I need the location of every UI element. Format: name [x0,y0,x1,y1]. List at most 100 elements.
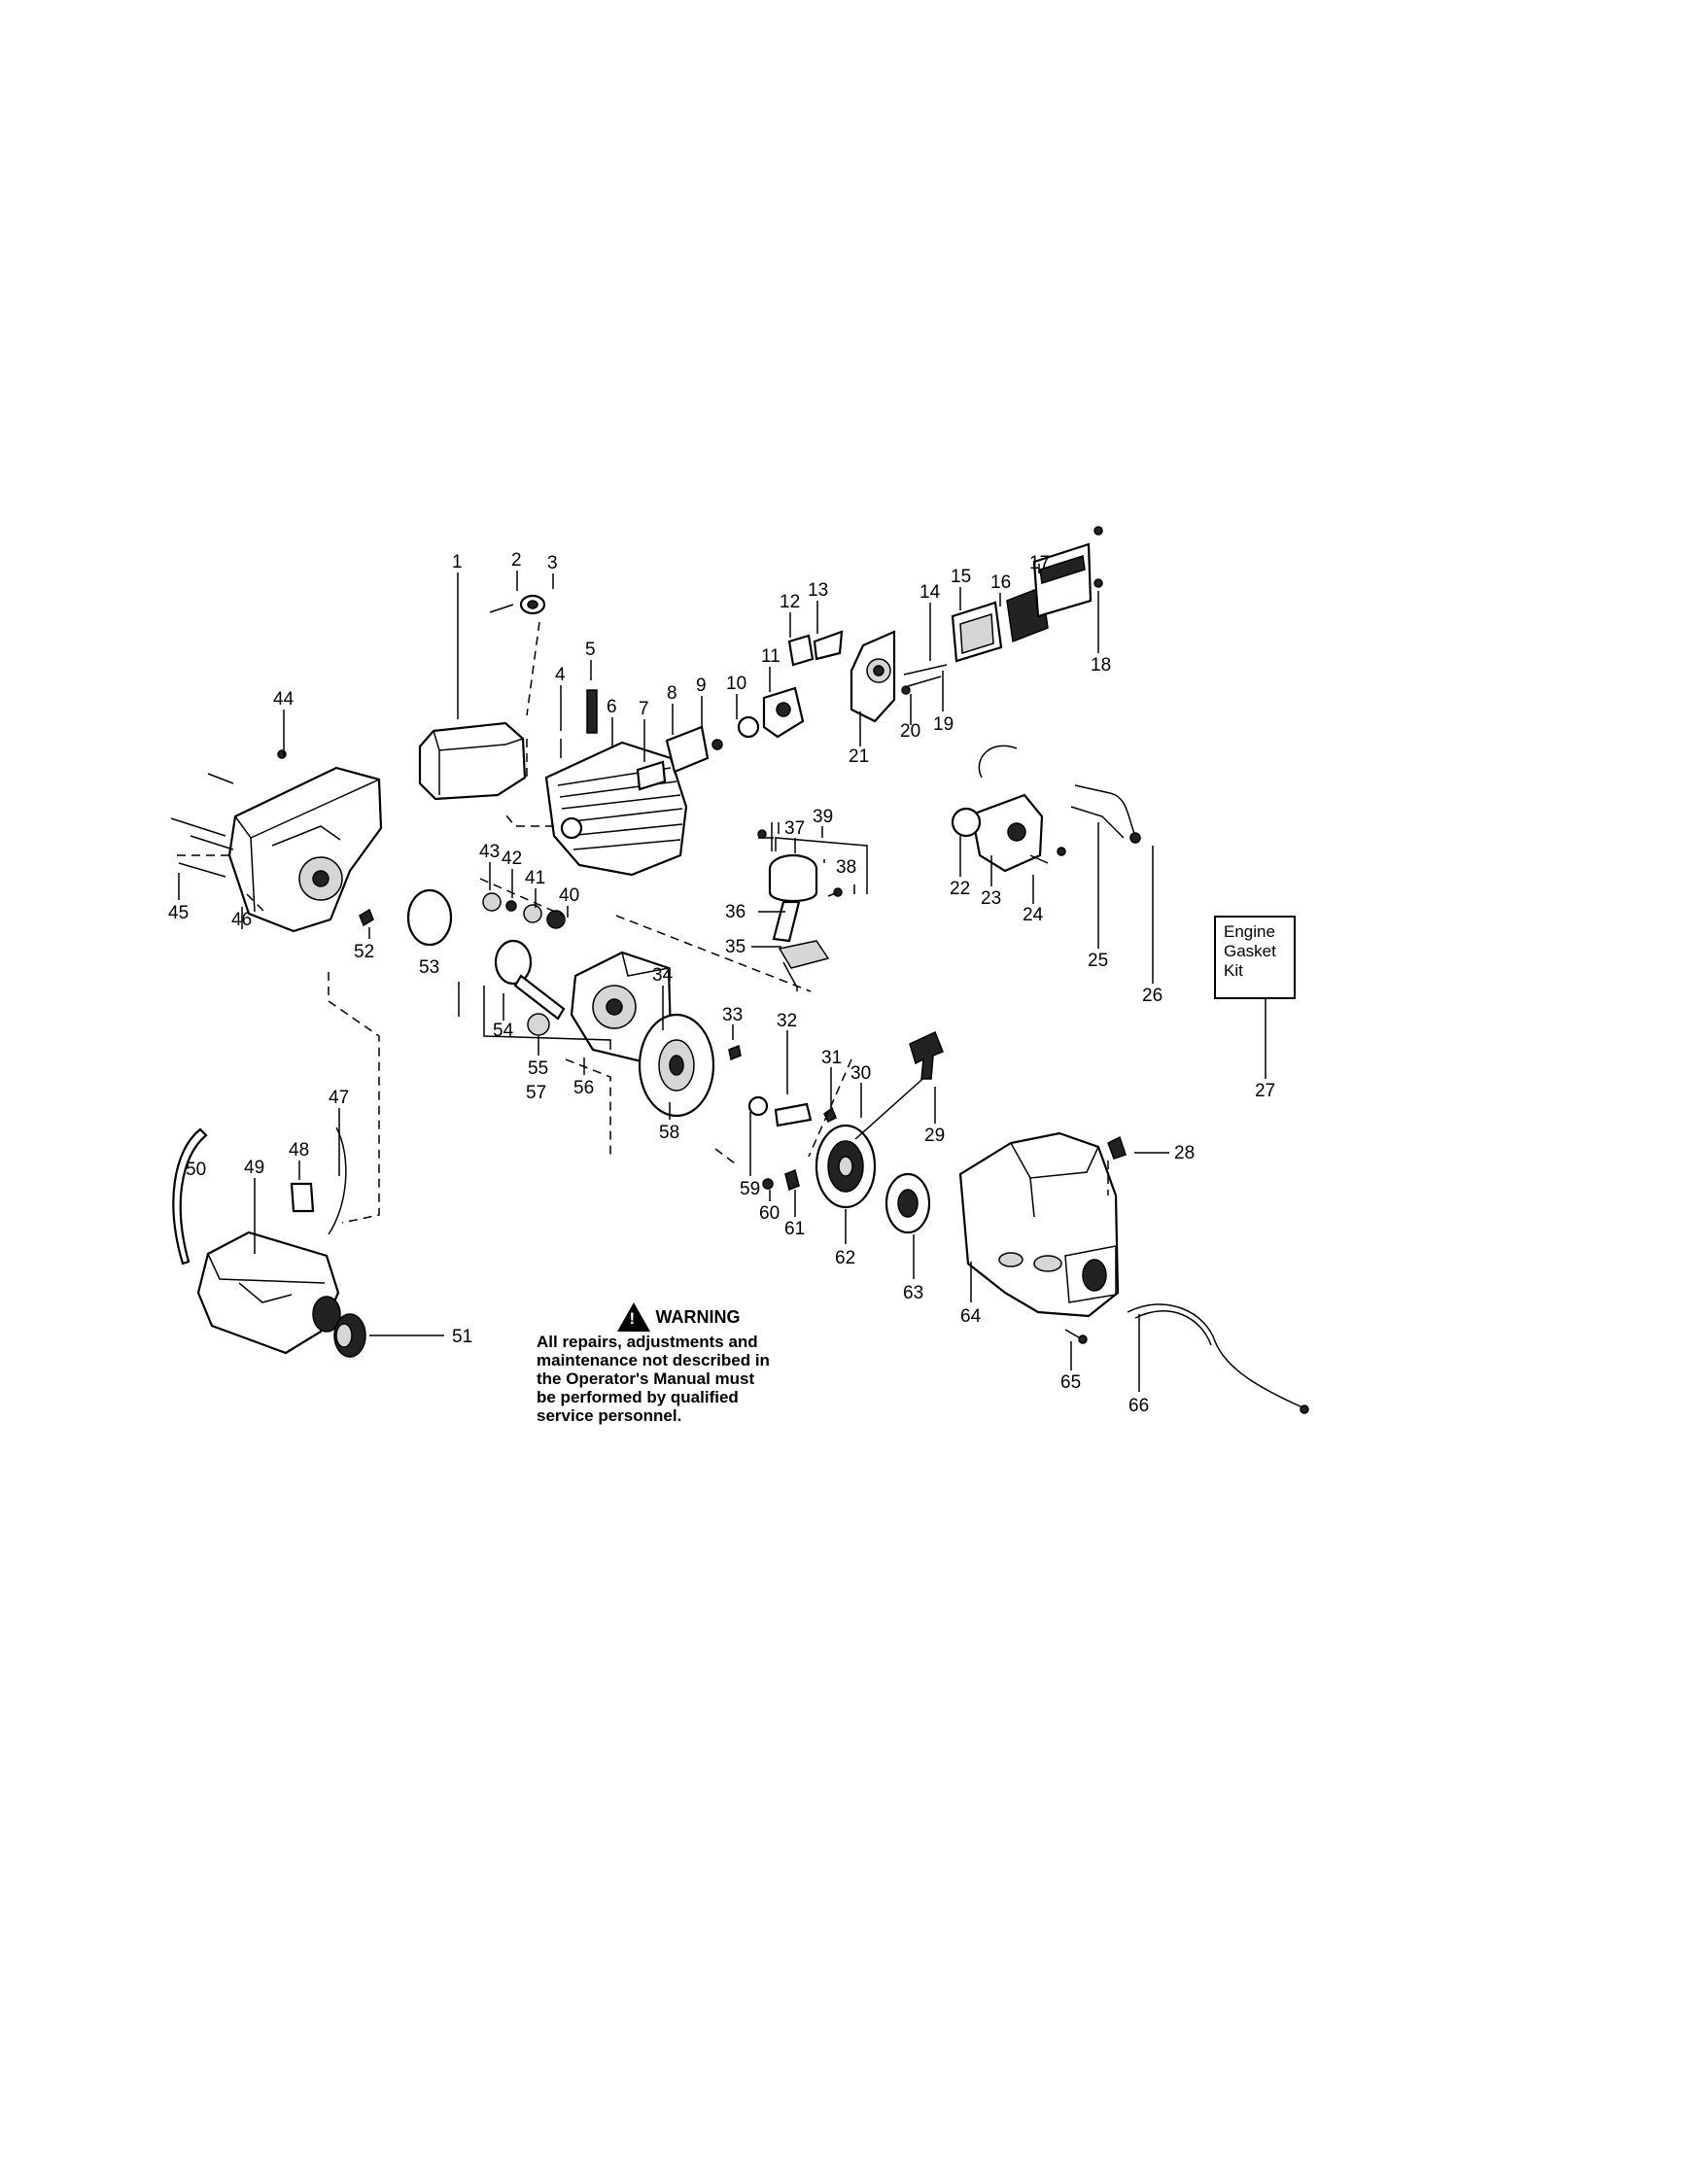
callout-40: 40 [559,885,579,906]
callout-47: 47 [329,1088,349,1108]
spark-plug-part [586,689,598,734]
callout-44: 44 [273,689,295,710]
warning-line: be performed by qualified [537,1388,739,1406]
warning-triangle-icon: ! [616,1302,650,1332]
kit-box-line: Gasket [1224,942,1276,960]
callout-5: 5 [585,640,596,660]
callout-48: 48 [289,1140,309,1161]
piston-part [768,853,818,943]
starter-housing-part [958,1131,1120,1318]
callout-27: 27 [1255,1081,1275,1101]
callout-33: 33 [722,1005,743,1025]
callout-25: 25 [1088,951,1108,971]
callout-63: 63 [903,1283,923,1303]
callout-39: 39 [813,807,833,827]
callout-13: 13 [808,580,828,601]
fuel-cap-part [333,1313,366,1358]
warning-line: All repairs, adjustments and [537,1333,758,1351]
callout-46: 46 [231,910,252,930]
callout-49: 49 [244,1158,264,1178]
callout-20: 20 [900,721,920,742]
callout-55: 55 [528,1058,548,1079]
callout-59: 59 [740,1179,760,1199]
callout-28: 28 [1174,1143,1195,1163]
callout-32: 32 [777,1011,797,1031]
engine-gasket-kit-box: Engine Gasket Kit [1214,916,1296,999]
callout-65: 65 [1060,1372,1081,1393]
callout-29: 29 [924,1126,945,1146]
callout-53: 53 [419,957,439,978]
warning-line: the Operator's Manual must [537,1369,755,1388]
starter-pulley-part [815,1124,877,1209]
part-drawings [170,526,1309,1414]
crankshaft-part [494,939,566,1021]
callout-15: 15 [951,567,971,587]
flywheel-part [638,1013,715,1118]
callout-50: 50 [186,1160,206,1180]
callout-22: 22 [950,879,970,899]
callout-60: 60 [759,1203,780,1224]
kit-box-line: Kit [1224,961,1243,980]
callout-24: 24 [1023,905,1044,925]
callout-17: 17 [1029,553,1050,573]
callout-7: 7 [639,699,649,719]
callout-14: 14 [919,582,941,603]
callout-2: 2 [511,550,522,571]
warning-line: service personnel. [537,1406,682,1425]
crankcase-part [570,951,673,1063]
callout-41: 41 [525,868,545,888]
callout-42: 42 [502,849,522,869]
filter-frame-part [951,601,1003,663]
callout-61: 61 [784,1219,805,1239]
callout-8: 8 [667,683,677,704]
callout-21: 21 [849,746,869,767]
warning-line: maintenance not described in [537,1351,770,1369]
throttle-cable-part [1127,1303,1303,1408]
callout-56: 56 [573,1078,594,1098]
callout-37: 37 [784,818,805,839]
callout-64: 64 [960,1306,982,1327]
callout-12: 12 [780,592,800,612]
starter-handle-part [909,1030,944,1080]
callout-43: 43 [479,842,500,862]
pin-part [489,604,514,613]
callout-45: 45 [168,903,189,923]
callout-3: 3 [547,553,558,573]
callout-51: 51 [452,1327,472,1347]
callout-58: 58 [659,1123,679,1143]
callout-57: 57 [526,1083,546,1103]
bracket-39 [775,837,868,894]
callout-38: 38 [836,857,856,878]
fuel-line-part [1074,784,1136,837]
intake-plate-part [665,725,710,774]
air-box-part [850,630,896,723]
air-filter-cover-part [1032,542,1093,618]
carb-adapter-part [762,686,805,739]
callout-18: 18 [1091,655,1111,676]
carburetor-part [951,745,1044,873]
engine-housing-part [227,766,383,933]
fuel-tank-part [196,1231,341,1355]
callout-10: 10 [726,674,746,694]
callout-26: 26 [1142,986,1162,1006]
callout-6: 6 [607,697,617,717]
callout-16: 16 [990,572,1011,593]
callout-52: 52 [354,942,374,962]
callout-9: 9 [696,676,707,696]
callout-35: 35 [725,937,746,957]
pawl-part [885,1172,931,1234]
callout-54: 54 [493,1021,514,1041]
warning-notice: ! WARNING All repairs, adjustments and m… [537,1302,820,1425]
callout-4: 4 [555,665,566,685]
callout-62: 62 [835,1248,855,1268]
cylinder-part [544,741,688,877]
fuel-filter-part [290,1182,315,1213]
callout-11: 11 [761,646,781,667]
callout-labels: 1 2 3 4 5 6 7 8 9 10 11 12 13 14 15 16 1… [168,550,1275,1416]
callout-1: 1 [452,552,463,572]
warning-title: WARNING [655,1306,741,1327]
warning-heading: ! WARNING [537,1302,820,1332]
callout-66: 66 [1128,1396,1149,1416]
callout-30: 30 [850,1063,871,1084]
